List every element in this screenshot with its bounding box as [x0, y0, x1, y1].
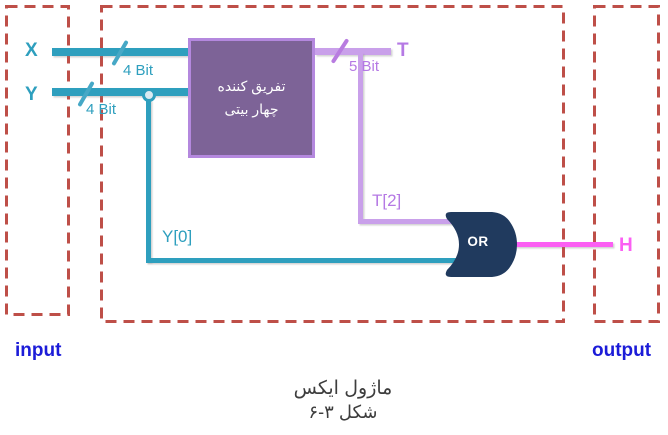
- subtractor-title-line1: تفریق کننده: [217, 78, 286, 94]
- y0-wire-vertical: [146, 100, 151, 262]
- x-input-label: X: [25, 40, 38, 61]
- input-region-box: [5, 5, 70, 316]
- t2-tap-label: T[2]: [372, 191, 402, 210]
- y0-wire-horizontal: [146, 258, 458, 263]
- x-bus-width-label: 4 Bit: [123, 62, 154, 79]
- four-bit-subtractor-box: تفریق کننده چهار بیتی: [188, 38, 315, 158]
- subtractor-title-line2: چهار بیتی: [224, 101, 279, 117]
- output-region-label: output: [592, 340, 652, 361]
- h-output-wire: [514, 242, 613, 247]
- t2-wire-horizontal: [358, 219, 458, 224]
- h-output-label: H: [619, 235, 633, 256]
- output-region-box: [593, 5, 660, 323]
- t-bus-wire: [315, 48, 391, 55]
- input-region-label: input: [15, 340, 62, 361]
- y-input-label: Y: [25, 84, 38, 105]
- y0-tap-label: Y[0]: [162, 227, 193, 246]
- t2-wire-vertical: [358, 53, 363, 221]
- caption-title: ماژول ایکس: [293, 378, 393, 399]
- module-region-box: [100, 5, 565, 323]
- y-bus-wire: [52, 88, 190, 96]
- y-bus-width-label: 4 Bit: [86, 101, 117, 118]
- t-bus-width-label: 5 Bit: [349, 58, 380, 75]
- caption-figure-number: شکل ۳-۶: [308, 402, 378, 422]
- y-bus-junction-dot-icon: [142, 88, 156, 102]
- t-output-label: T: [397, 40, 409, 61]
- or-gate-icon: [445, 212, 517, 277]
- or-gate-label: OR: [467, 234, 489, 249]
